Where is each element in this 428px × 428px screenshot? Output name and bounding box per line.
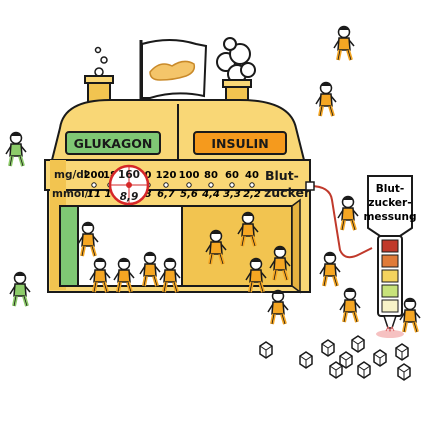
person-figure [399, 297, 421, 333]
mmoll-tick: 8 [145, 189, 152, 200]
figures [5, 25, 421, 333]
sugar-cube-icon [357, 361, 371, 379]
person-figure [5, 131, 27, 167]
mmoll-tick: 2,2 [243, 189, 261, 200]
mgdl-tick: 200 [84, 170, 105, 181]
person-figure [269, 245, 291, 281]
mgdl-tick: 60 [225, 170, 239, 181]
person-figure [267, 289, 289, 325]
sugar-cube-icon [351, 335, 365, 353]
meter-line-1: Blut- [376, 183, 404, 195]
person-figure [205, 229, 227, 265]
sugar-cube-icon [373, 349, 387, 367]
mmoll-tick: 3,3 [223, 189, 241, 200]
glucagon-panel: GLUKAGON [65, 131, 161, 155]
insulin-room [181, 198, 301, 294]
glucagon-flag-icon [139, 39, 208, 118]
person-figure [333, 25, 355, 61]
mgdl-tick: 100 [179, 170, 200, 181]
sugar-cube-icon [395, 343, 409, 361]
person-figure [89, 257, 111, 293]
sugar-cube-icon [397, 363, 411, 381]
mmoll-tick: 1 [105, 189, 112, 200]
mmoll-tick: 6,7 [157, 189, 175, 200]
sugar-cube-icon [321, 339, 335, 357]
glucagon-label: GLUKAGON [74, 136, 153, 151]
meter-device: Blut- zucker- messung [363, 175, 417, 329]
sugar-cube-icon [259, 341, 273, 359]
sugar-cube-icon [329, 361, 343, 379]
meter-line-2: zucker- [368, 197, 411, 209]
person-figure [237, 211, 259, 247]
mgdl-tick: 80 [204, 170, 218, 181]
bubbles-icon [94, 46, 108, 77]
sugar-cubes [259, 335, 411, 381]
mmoll-tick: 5,6 [180, 189, 198, 200]
insulin-smoke-icon [216, 37, 256, 84]
person-figure [77, 221, 99, 257]
mmoll-tick: 4,4 [201, 189, 220, 200]
cable [305, 181, 373, 259]
mgdl-tick: 18 [103, 170, 117, 181]
person-figure [315, 81, 337, 117]
meter-line-3: messung [363, 211, 416, 223]
insulin-label: INSULIN [211, 136, 268, 151]
blutzucker-label-2: zucker [264, 185, 311, 200]
mgdl-tick: 120 [156, 170, 177, 181]
person-figure [113, 257, 135, 293]
mgdl-tick: 0 [145, 170, 152, 181]
selected-mmoll: 8,9 [120, 191, 139, 203]
insulin-panel: INSULIN [193, 131, 287, 155]
person-figure [245, 257, 267, 293]
person-figure [9, 271, 31, 307]
unit-mgdl: mg/dl [54, 169, 87, 181]
person-figure [339, 287, 361, 323]
blutzucker-label-1: Blut- [265, 168, 299, 183]
person-figure [159, 257, 181, 293]
person-figure [319, 251, 341, 287]
mmoll-tick: 11 [87, 189, 101, 200]
person-figure [139, 251, 161, 287]
person-figure [337, 195, 359, 231]
scale-pointer-icon: 160 8,9 [108, 164, 150, 216]
selected-mgdl: 160 [118, 169, 140, 181]
blood-drop-icon [376, 325, 404, 338]
sugar-cube-icon [299, 351, 313, 369]
scale: mg/dl mmol/l 200 18 0 120 100 80 60 40 1… [52, 168, 311, 200]
unit-mmoll: mmol/l [52, 188, 92, 200]
mgdl-tick: 40 [245, 170, 259, 181]
